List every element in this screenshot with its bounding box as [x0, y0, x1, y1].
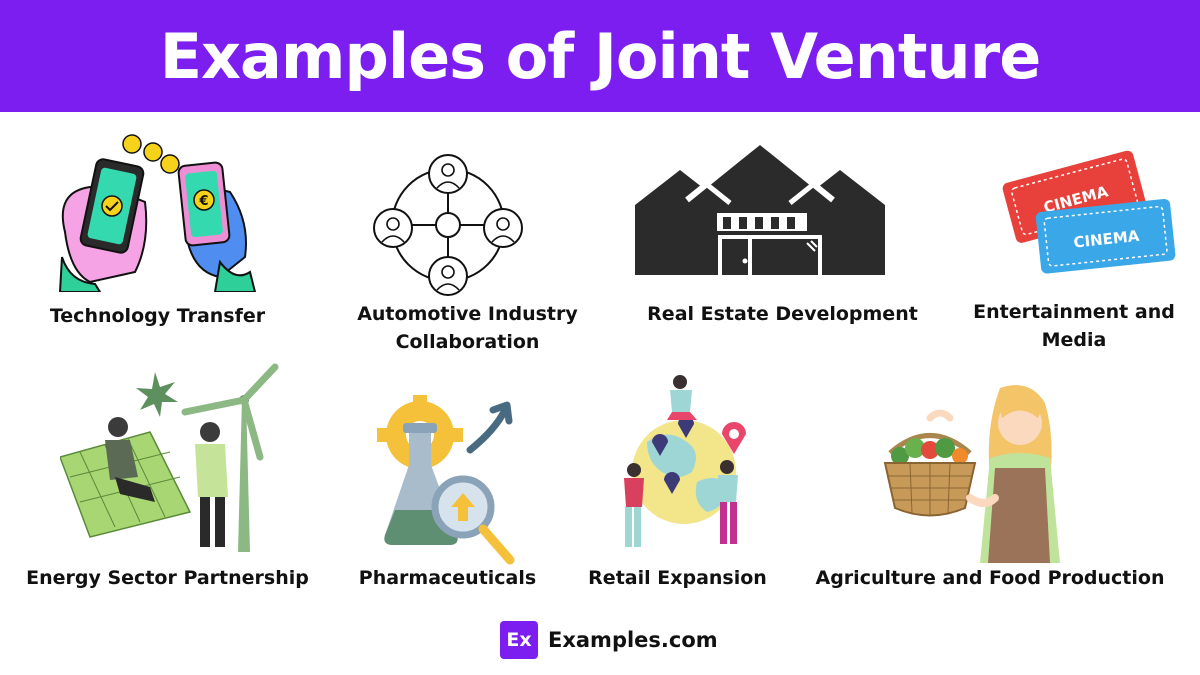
footer-brand[interactable]: Ex Examples.com: [500, 621, 718, 659]
globe-location-pins-icon: [624, 375, 746, 547]
label-pharmaceuticals: Pharmaceuticals: [358, 567, 537, 589]
people-network-icon: [373, 154, 523, 296]
brand-logo: Ex: [500, 621, 538, 659]
label-energy-sector-partnership: Energy Sector Partnership: [26, 567, 309, 589]
label-real-estate-development: Real Estate Development: [647, 303, 918, 325]
label-entertainment-and-media: Entertainment and Media: [973, 301, 1175, 351]
title-banner: Examples of Joint Venture: [0, 0, 1200, 112]
brand-name: Examples.com: [548, 628, 718, 652]
label-technology-transfer: Technology Transfer: [49, 305, 266, 327]
svg-text:€: €: [198, 194, 208, 209]
houses-storefront-icon: [635, 145, 885, 283]
page-title: Examples of Joint Venture: [159, 19, 1042, 93]
flask-gear-magnifier-icon: [377, 395, 515, 565]
label-retail-expansion: Retail Expansion: [588, 567, 767, 589]
smartphones-coin-exchange-icon: €: [58, 134, 257, 292]
wind-turbine-people-icon: [60, 363, 279, 552]
label-agriculture-and-food-production: Agriculture and Food Production: [815, 567, 1165, 589]
label-automotive-industry-collaboration: Automotive Industry Collaboration: [357, 303, 578, 353]
cinema-tickets-icon: CINEMA CINEMA: [1002, 150, 1176, 274]
woman-vegetable-basket-icon: [883, 385, 1060, 563]
